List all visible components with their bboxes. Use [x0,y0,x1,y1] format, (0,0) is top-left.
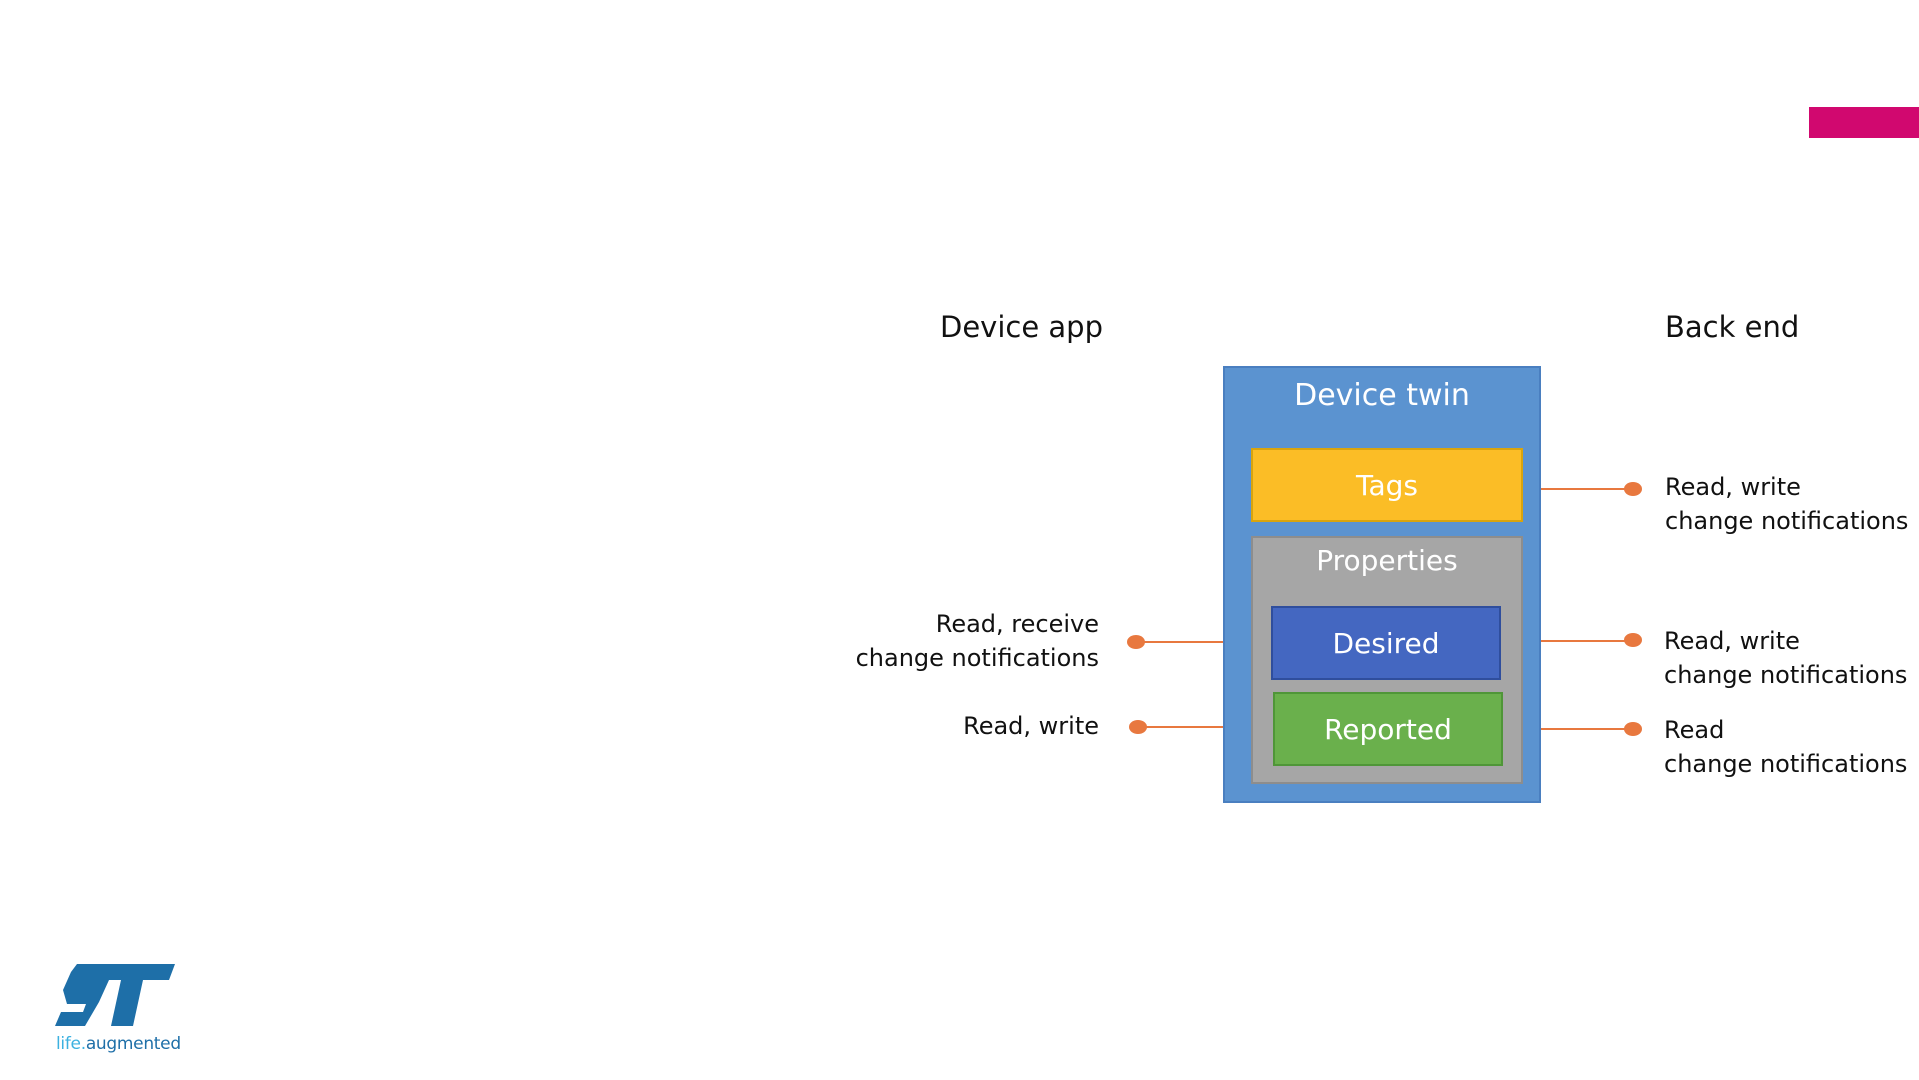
backend-reported-access-label: Read change notifications [1664,713,1907,781]
device-reported-access-line1: Read, write [963,709,1099,743]
logo-tagline-life: life [56,1034,81,1054]
device-desired-access-line1: Read, receive [856,607,1099,641]
device-desired-access-line2: change notifications [856,641,1099,675]
st-logo-icon [55,964,175,1030]
properties-box: Properties Desired Reported [1251,536,1523,784]
backend-tags-access-line2: change notifications [1665,504,1908,538]
desired-label: Desired [1332,627,1439,660]
tags-label: Tags [1356,469,1418,502]
logo-tagline-augmented: augmented [86,1034,181,1054]
reported-device-dot [1129,720,1147,734]
accent-bar [1809,107,1919,138]
tags-backend-dot [1624,482,1642,496]
reported-backend-dot [1624,722,1642,736]
device-reported-access-label: Read, write [963,709,1099,743]
backend-desired-access-label: Read, write change notifications [1664,624,1907,692]
desired-box: Desired [1271,606,1501,680]
back-end-heading: Back end [1665,310,1799,344]
reported-label: Reported [1324,713,1452,746]
backend-tags-access-line1: Read, write [1665,470,1908,504]
tags-box: Tags [1251,448,1523,522]
backend-reported-access-line2: change notifications [1664,747,1907,781]
device-twin-box: Device twin Tags Properties Desired Repo… [1223,366,1541,803]
device-desired-access-label: Read, receive change notifications [856,607,1099,675]
reported-box: Reported [1273,692,1503,766]
backend-desired-access-line2: change notifications [1664,658,1907,692]
backend-desired-access-line1: Read, write [1664,624,1907,658]
properties-label: Properties [1253,544,1521,577]
desired-backend-dot [1624,633,1642,647]
desired-device-dot [1127,635,1145,649]
backend-tags-access-label: Read, write change notifications [1665,470,1908,538]
logo-tagline: life.augmented [56,1034,181,1054]
device-twin-title: Device twin [1225,378,1539,413]
backend-reported-access-line1: Read [1664,713,1907,747]
st-logo: life.augmented [55,964,185,1056]
device-app-heading: Device app [940,310,1103,344]
